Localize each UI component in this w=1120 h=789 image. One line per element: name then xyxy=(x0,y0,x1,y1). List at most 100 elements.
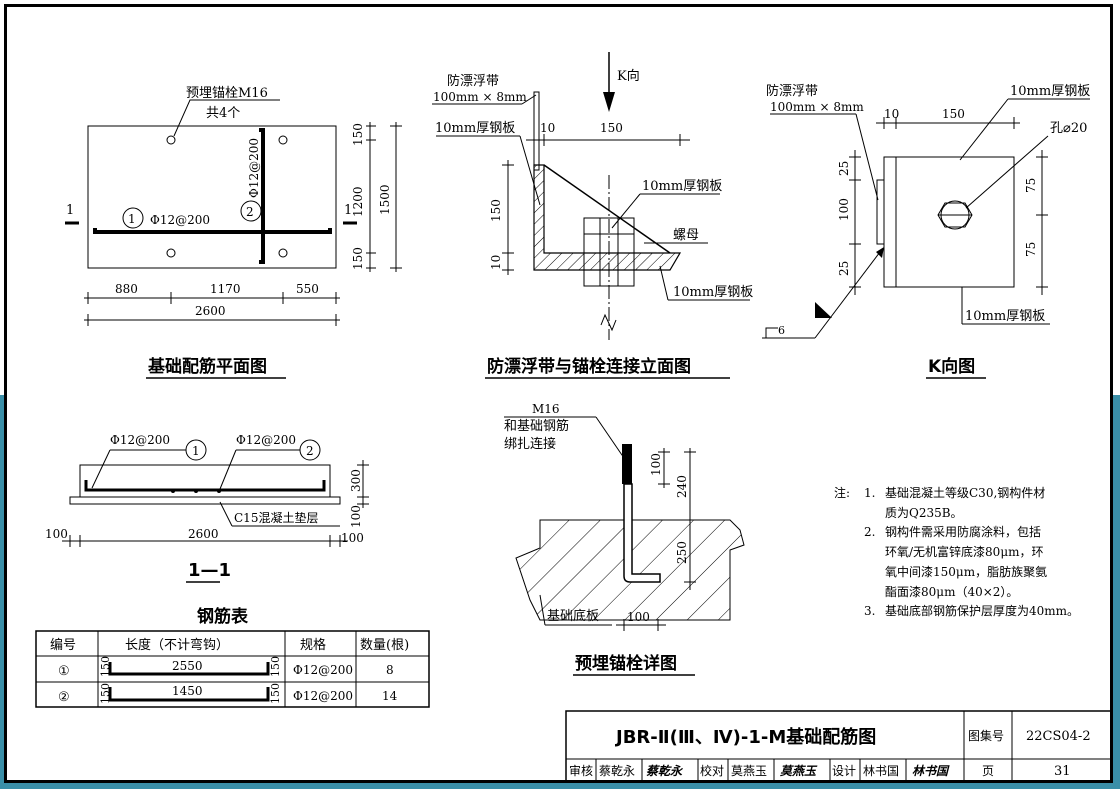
k-dim-25-bottom: 25 xyxy=(837,261,851,276)
rebar-row1-hook-right: 150 xyxy=(269,656,282,677)
anti-float-strap-k xyxy=(876,179,885,245)
title-block: JBR-Ⅱ(Ⅲ、Ⅳ)-1-M基础配筋图 图集号 22CS04-2 审核 蔡乾永 … xyxy=(565,710,1112,782)
rebar-1-spec: Φ12@200 xyxy=(150,213,210,227)
rebar-row2-hook-left: 150 xyxy=(99,683,112,704)
notes-prefix: 注: xyxy=(834,485,850,500)
base-slab-label: 基础底板 xyxy=(547,608,599,624)
nut-label: 螺母 xyxy=(673,228,699,243)
review-label: 审核 xyxy=(569,763,593,778)
anchor-hole xyxy=(278,248,288,258)
dim-top-150: 150 xyxy=(351,123,365,146)
k-strap-label: 防漂浮带 xyxy=(766,83,818,99)
k-direction-arrow xyxy=(603,92,615,112)
section-dim-100-v: 100 xyxy=(349,505,363,528)
strap-label: 防漂浮带 xyxy=(447,73,499,89)
anchor-dim-100-v: 100 xyxy=(649,453,663,476)
rebar-2-spec: Φ12@200 xyxy=(247,138,261,198)
dim-880: 880 xyxy=(115,282,138,296)
rebar-header-length: 长度（不计弯钩） xyxy=(125,637,229,653)
note-3-no: 3. xyxy=(864,604,875,618)
steel-plate-k xyxy=(883,156,1015,288)
section-dim-100-left: 100 xyxy=(45,527,68,541)
anchor-note-line1: 和基础钢筋 xyxy=(504,418,569,434)
k-strap-size: 100mm × 8mm xyxy=(770,100,864,114)
note-2-line2: 环氧/无机富锌底漆80μm，环 xyxy=(885,544,1044,559)
plate-label-2: 10mm厚钢板 xyxy=(642,179,722,194)
note-1-line2: 质为Q235B。 xyxy=(885,506,963,520)
bolt-thread xyxy=(622,444,632,484)
anchor-dim-100-h: 100 xyxy=(627,610,650,624)
dim-1500: 1500 xyxy=(378,184,392,215)
concrete-pad xyxy=(69,496,341,505)
anchor-hole xyxy=(166,248,176,258)
dim-150-v: 150 xyxy=(489,199,503,222)
dim-2600: 2600 xyxy=(195,304,226,318)
anchor-dim-250: 250 xyxy=(675,541,689,564)
strap-size: 100mm × 8mm xyxy=(433,90,527,104)
rebar-2-number: 2 xyxy=(246,205,254,219)
pad-label: C15混凝土垫层 xyxy=(234,510,318,525)
rebar-header-no: 编号 xyxy=(50,638,76,653)
k-dim-75-bottom: 75 xyxy=(1024,242,1038,257)
dim-10: 10 xyxy=(540,121,555,135)
note-2-line3: 氧中间漆150μm，脂肪族聚氨 xyxy=(885,564,1047,579)
rebar-row2-hook-right: 150 xyxy=(269,683,282,704)
rebar-row1-shape xyxy=(108,662,270,676)
dim-1200: 1200 xyxy=(351,186,365,217)
k-dim-25-top: 25 xyxy=(837,161,851,176)
notes: 注: 1. 基础混凝土等级C30,钢构件材 质为Q235B。 2. 钢构件需采用… xyxy=(834,485,1079,618)
note-3-line1: 基础底部钢筋保护层厚度为40mm。 xyxy=(885,603,1079,618)
section-1-1: Φ12@200 1 Φ12@200 2 C15混凝土垫层 300 100 100… xyxy=(45,433,369,583)
section-dim-100-right: 100 xyxy=(341,531,364,545)
kview-title: K向图 xyxy=(928,356,975,377)
dim-bottom-150: 150 xyxy=(351,247,365,270)
rebar-row2-spec: Φ12@200 xyxy=(293,689,353,703)
note-2-line4: 酯面漆80μm（40×2）。 xyxy=(885,585,1018,599)
elevation-title: 防漂浮带与锚栓连接立面图 xyxy=(487,356,691,377)
section-mark-right-label: 1 xyxy=(344,203,352,218)
rebar-header-qty: 数量(根) xyxy=(360,638,409,653)
rebar-1-marker xyxy=(122,207,144,229)
weld-size: 6 xyxy=(778,324,785,337)
note-2-line1: 钢构件需采用防腐涂料，包括 xyxy=(885,524,1041,539)
rebar-1-line xyxy=(93,228,332,234)
strap-anchor-elevation-view: K向 防漂浮带 100mm × 8mm 10mm厚钢板 10mm厚钢板 螺母 1… xyxy=(432,52,753,379)
note-2-no: 2. xyxy=(864,525,875,539)
weld-leader xyxy=(814,251,881,339)
rebar-row1-spec: Φ12@200 xyxy=(293,663,353,677)
rebar-row2-qty: 14 xyxy=(382,689,398,703)
k-dim-100: 100 xyxy=(837,198,851,221)
rebar-row2-no: ② xyxy=(58,690,70,705)
drawing-sheet xyxy=(4,4,1113,783)
anchor-bolt xyxy=(623,483,661,583)
anchor-dim-240: 240 xyxy=(675,475,689,498)
anti-float-strap xyxy=(533,91,540,171)
gusset-plate xyxy=(543,164,671,254)
foundation-outline xyxy=(87,125,337,269)
k-direction-label: K向 xyxy=(617,68,640,84)
section-dim-2600: 2600 xyxy=(188,527,219,541)
design-label: 设计 xyxy=(832,764,856,778)
plan-title: 基础配筋平面图 xyxy=(147,356,267,377)
k-plate-bottom-label: 10mm厚钢板 xyxy=(965,309,1045,324)
page-number: 31 xyxy=(1054,764,1071,779)
k-dim-75-top: 75 xyxy=(1024,178,1038,193)
rebar-table: 钢筋表 编号 长度（不计弯钩） 规格 数量(根) ① 150 2550 150 … xyxy=(35,606,430,708)
anchor-hole xyxy=(166,135,176,145)
rebar-table-title: 钢筋表 xyxy=(197,606,249,627)
plate-label-3: 10mm厚钢板 xyxy=(673,285,753,300)
note-1-no: 1. xyxy=(864,486,875,500)
drawing-title: JBR-Ⅱ(Ⅲ、Ⅳ)-1-M基础配筋图 xyxy=(614,726,876,748)
section-dim-300: 300 xyxy=(349,469,363,492)
k-view: 防漂浮带 100mm × 8mm 10mm厚钢板 孔⌀20 10mm厚钢板 10… xyxy=(762,83,1090,379)
rebar-2-marker xyxy=(240,200,262,222)
section-rebar2-no: 2 xyxy=(306,444,314,458)
dim-150-h: 150 xyxy=(600,121,623,135)
check-label: 校对 xyxy=(700,763,724,778)
checker-signature: 莫燕玉 xyxy=(779,764,818,778)
checker-name: 莫燕玉 xyxy=(731,764,767,778)
anchor-label: 预埋锚栓M16 xyxy=(186,86,268,101)
section-title: 1—1 xyxy=(188,560,231,581)
rebar-1-number: 1 xyxy=(128,212,136,226)
